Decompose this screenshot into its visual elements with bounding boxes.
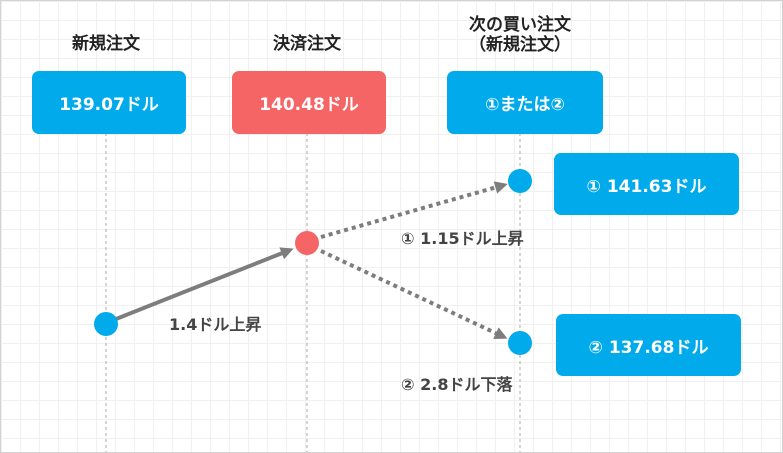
price-box-close-order: 140.48ドル [232, 71, 386, 134]
price-box-outcome-1: ① 141.63ドル [554, 153, 739, 215]
point-outcome-2 [508, 331, 532, 355]
heading-new-order: 新規注文 [72, 34, 140, 54]
box-next-order: ①または② [447, 71, 603, 134]
label-outcome-1-rise: ① 1.15ドル上昇 [401, 229, 524, 248]
heading-next-order: 次の買い注文 （新規注文） [447, 15, 593, 55]
point-new-order [94, 312, 118, 336]
point-outcome-1 [508, 169, 532, 193]
heading-next-order-line2: （新規注文） [469, 35, 571, 55]
heading-close-order: 決済注文 [273, 34, 341, 54]
arrow-first-rise [110, 247, 294, 323]
arrow-fall-to-outcome-2 [320, 249, 508, 339]
label-first-rise: 1.4ドル上昇 [169, 315, 262, 334]
heading-next-order-line1: 次の買い注文 [469, 15, 571, 35]
label-outcome-2-fall: ② 2.8ドル下落 [401, 375, 513, 394]
point-close-order [295, 231, 319, 255]
price-box-new-order: 139.07ドル [32, 71, 186, 134]
price-box-outcome-2: ② 137.68ドル [556, 314, 741, 376]
